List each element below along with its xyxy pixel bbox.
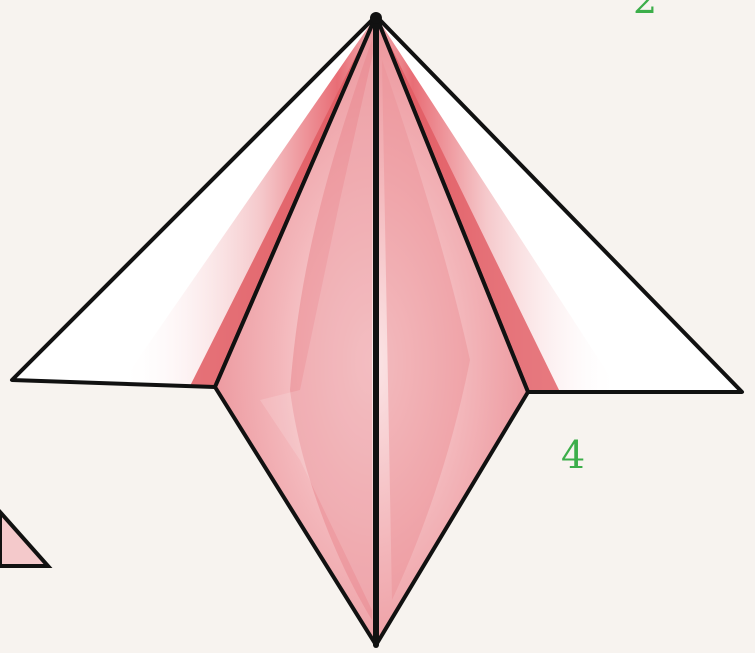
previous-step-fragment [0, 512, 48, 566]
step-number-label-top: 2 [633, 0, 657, 19]
step-number-label: 4 [561, 436, 585, 474]
center-kite [215, 12, 528, 645]
